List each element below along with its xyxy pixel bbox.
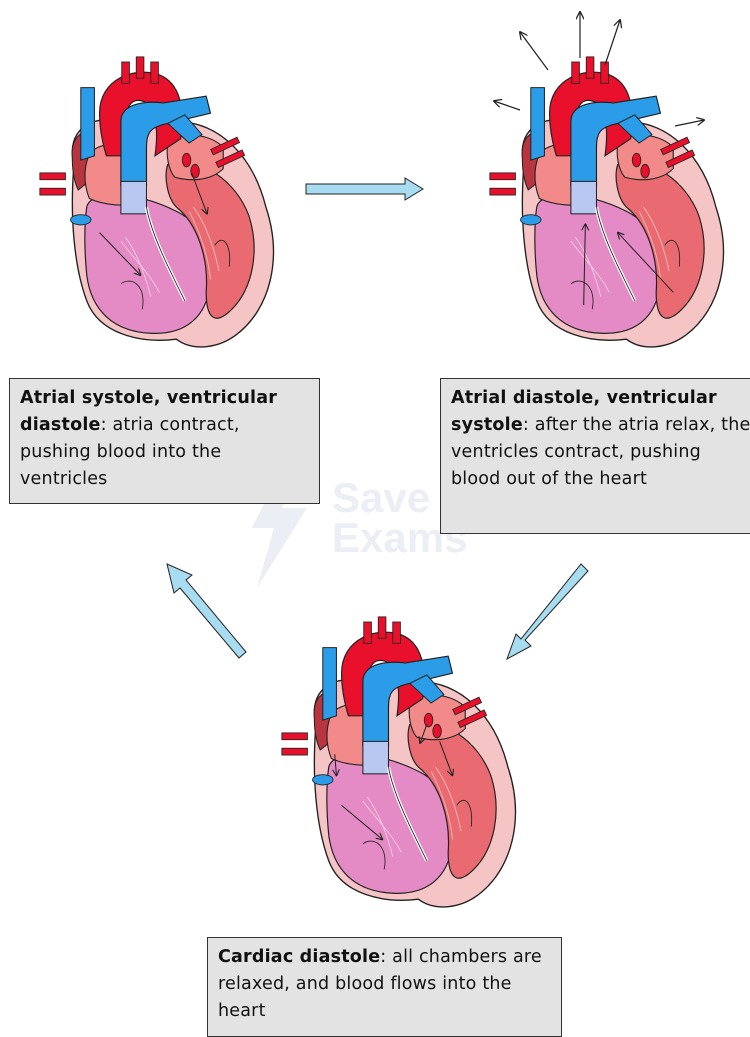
cycle-arrow-icon [164,560,248,660]
heart-atrial-systole [20,62,290,352]
caption-ventricular-systole: Atrial diastole, ventricular systole: af… [440,378,750,534]
caption-title: Cardiac diastole [218,947,380,967]
heart-cardiac-diastole [262,622,532,912]
cycle-arrow-icon [505,562,589,662]
heart-diagram-1 [20,62,290,352]
heart-diagram-3 [262,622,532,912]
ejection-arrows [480,0,720,140]
caption-cardiac-diastole: Cardiac diastole: all chambers are relax… [207,937,562,1037]
cycle-arrow-icon [305,176,425,204]
caption-atrial-systole: Atrial systole, ventricular diastole: at… [9,378,320,504]
